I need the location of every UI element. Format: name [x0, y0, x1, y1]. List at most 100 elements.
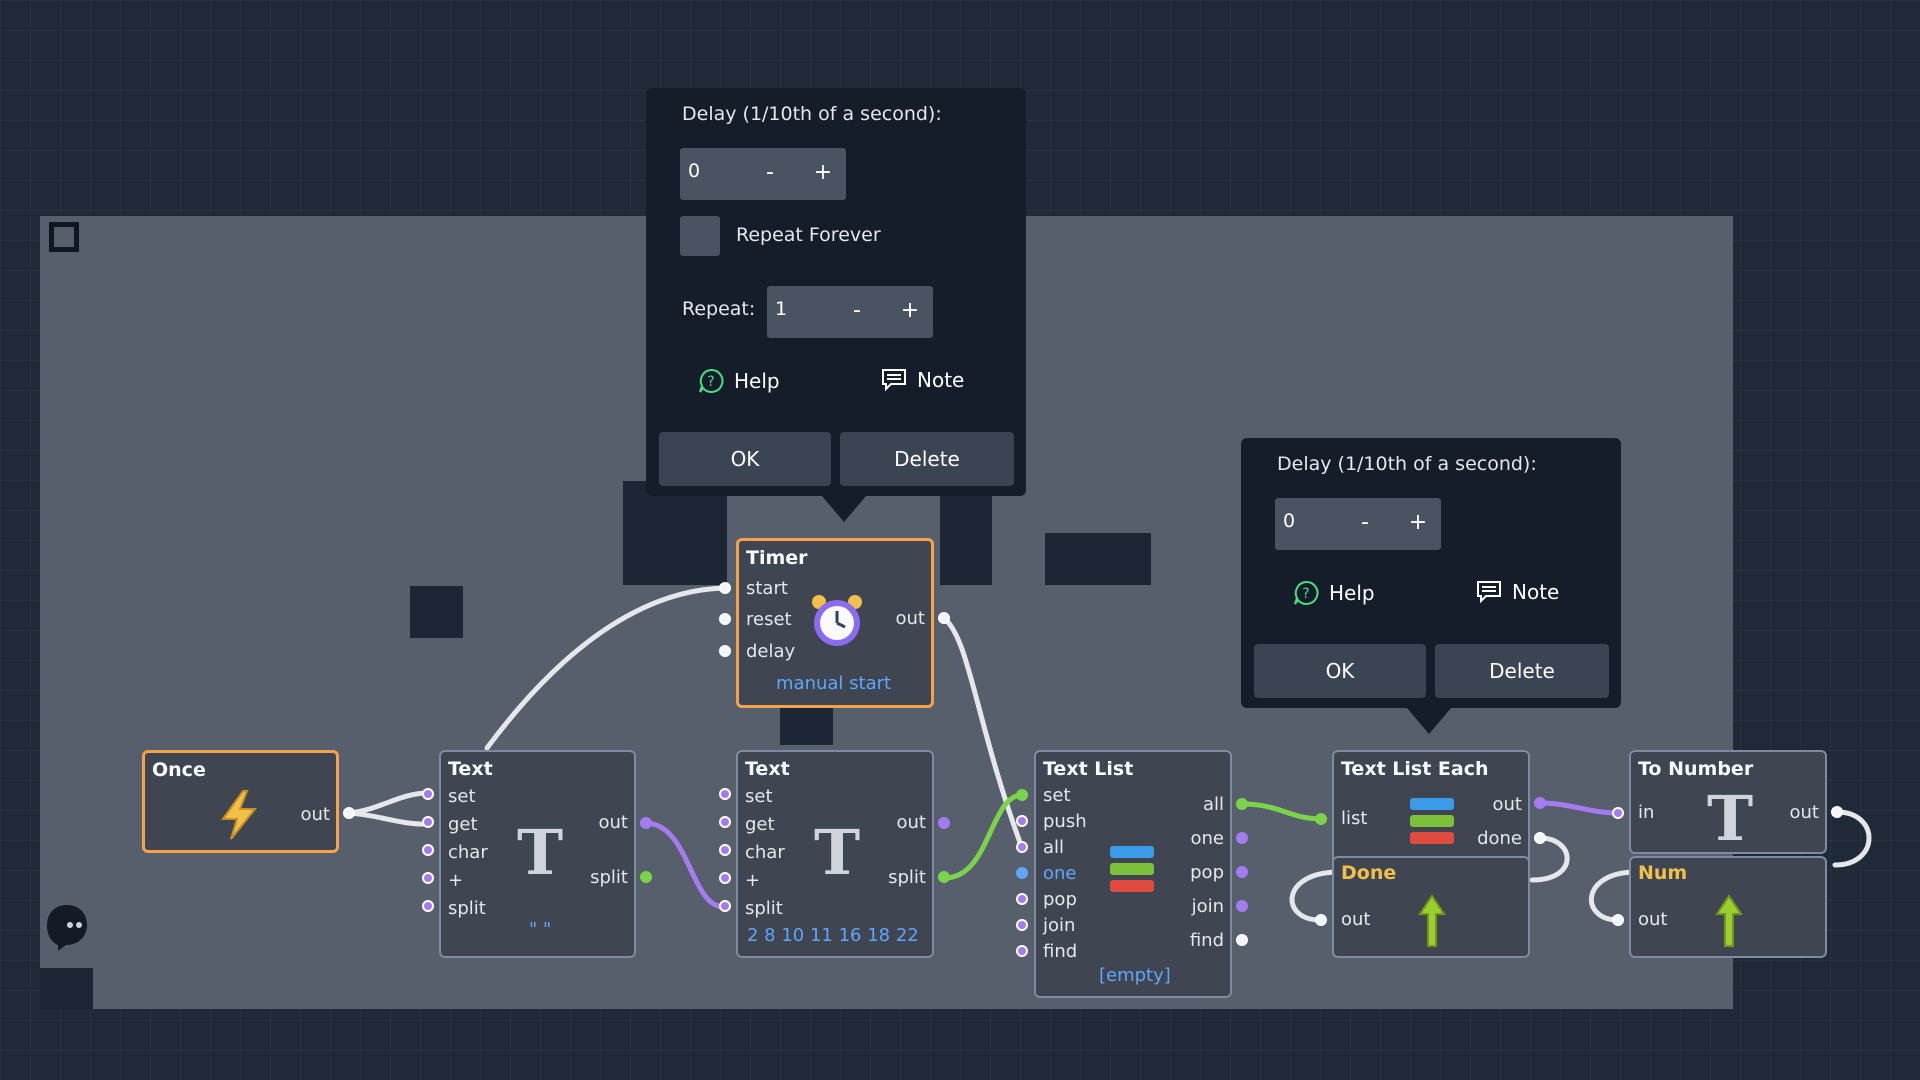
delay-plus-button[interactable]: + — [813, 160, 833, 185]
timer-status: manual start — [776, 673, 892, 694]
timer-reset-port[interactable] — [719, 613, 731, 625]
text-plus-port[interactable] — [422, 872, 434, 884]
text-list-node[interactable]: Text List set push all one pop join find… — [1034, 750, 1232, 998]
text-list-each-node[interactable]: Text List Each list out done — [1332, 750, 1530, 866]
repeat-stepper[interactable]: 1 - + — [767, 286, 933, 338]
list-join-port[interactable] — [1016, 919, 1028, 931]
each-list-port[interactable] — [1315, 813, 1327, 825]
delay-minus-button[interactable]: - — [766, 160, 774, 185]
num-out-port[interactable] — [1612, 914, 1624, 926]
each-settings-popup: Delay (1/10th of a second): 0 - + ? Help… — [1241, 438, 1621, 734]
text-get-port[interactable] — [422, 816, 434, 828]
delay-value[interactable]: 0 — [688, 160, 701, 182]
svg-text:?: ? — [707, 374, 714, 390]
text-get-port[interactable] — [719, 816, 731, 828]
port-label: set — [745, 786, 773, 807]
list-out-join-port[interactable] — [1236, 900, 1248, 912]
select-square-tool[interactable] — [49, 222, 79, 252]
delay-value[interactable]: 0 — [1283, 510, 1296, 532]
text-set-port[interactable] — [719, 788, 731, 800]
delay-plus-button[interactable]: + — [1408, 510, 1428, 535]
port-label: start — [746, 578, 788, 599]
help-link[interactable]: ? Help — [1293, 580, 1375, 606]
once-node[interactable]: Once out — [142, 750, 339, 853]
text-out-port[interactable] — [938, 817, 950, 829]
text-split-out-port[interactable] — [938, 871, 950, 883]
note-icon — [1477, 581, 1501, 604]
port-label: split — [745, 898, 783, 919]
scene-block — [40, 968, 93, 1009]
repeat-label: Repeat: — [682, 298, 756, 320]
text-node[interactable]: Text set get char + split out split T 2 … — [736, 750, 934, 958]
text-out-port[interactable] — [640, 817, 652, 829]
repeat-minus-button[interactable]: - — [853, 298, 861, 323]
delay-label: Delay (1/10th of a second): — [682, 103, 942, 125]
timer-start-port[interactable] — [719, 582, 731, 594]
repeat-plus-button[interactable]: + — [900, 298, 920, 323]
port-label: one — [1190, 828, 1225, 849]
num-node[interactable]: Num out — [1629, 856, 1827, 958]
list-one-port[interactable] — [1016, 867, 1028, 879]
to-number-node[interactable]: To Number in out T — [1629, 750, 1827, 854]
text-char-port[interactable] — [719, 844, 731, 856]
note-link[interactable]: Note — [1476, 580, 1559, 604]
help-link[interactable]: ? Help — [698, 368, 780, 394]
port-label: out — [895, 608, 925, 629]
each-out-port[interactable] — [1534, 797, 1546, 809]
ok-button[interactable]: OK — [1254, 644, 1426, 698]
port-label: one — [1043, 863, 1077, 884]
text-char-port[interactable] — [422, 844, 434, 856]
to-number-out-port[interactable] — [1831, 806, 1843, 818]
text-split-port[interactable] — [719, 900, 731, 912]
list-push-port[interactable] — [1016, 815, 1028, 827]
help-icon: ? — [1294, 580, 1319, 605]
done-node[interactable]: Done out — [1332, 856, 1530, 958]
done-out-port[interactable] — [1315, 914, 1327, 926]
help-label: Help — [1329, 581, 1375, 605]
port-label: find — [1043, 941, 1078, 962]
delete-button[interactable]: Delete — [1435, 644, 1609, 698]
repeat-forever-checkbox[interactable] — [680, 216, 720, 256]
to-number-in-port[interactable] — [1612, 807, 1624, 819]
each-done-port[interactable] — [1534, 832, 1546, 844]
port-label: in — [1638, 802, 1655, 823]
text-node[interactable]: Text set get char + split out split T " … — [439, 750, 636, 958]
text-split-out-port[interactable] — [640, 871, 652, 883]
port-label: + — [448, 870, 464, 891]
list-set-port[interactable] — [1016, 789, 1028, 801]
repeat-value[interactable]: 1 — [775, 298, 788, 320]
port-label: get — [448, 814, 478, 835]
delay-stepper[interactable]: 0 - + — [680, 148, 846, 200]
text-split-port[interactable] — [422, 900, 434, 912]
list-out-all-port[interactable] — [1236, 798, 1248, 810]
list-out-one-port[interactable] — [1236, 832, 1248, 844]
node-title: Text List — [1043, 758, 1134, 780]
port-label: all — [1202, 794, 1224, 815]
port-label: char — [745, 842, 785, 863]
node-title: Text List Each — [1341, 758, 1489, 780]
node-title: To Number — [1638, 758, 1754, 780]
help-icon: ? — [699, 368, 724, 393]
ok-button[interactable]: OK — [659, 432, 831, 486]
once-out-port[interactable] — [343, 807, 355, 819]
timer-delay-port[interactable] — [719, 645, 731, 657]
timer-node[interactable]: Timer start reset delay out manual start — [736, 538, 934, 708]
port-label: all — [1043, 837, 1065, 858]
list-out-find-port[interactable] — [1236, 934, 1248, 946]
delay-minus-button[interactable]: - — [1361, 510, 1369, 535]
list-pop-port[interactable] — [1016, 893, 1028, 905]
text-plus-port[interactable] — [719, 872, 731, 884]
list-all-port[interactable] — [1016, 841, 1028, 853]
delay-stepper[interactable]: 0 - + — [1275, 498, 1441, 550]
note-icon — [882, 369, 906, 392]
text-type-icon: T — [814, 816, 861, 889]
delete-button[interactable]: Delete — [840, 432, 1014, 486]
list-find-port[interactable] — [1016, 945, 1028, 957]
port-label: get — [745, 814, 775, 835]
list-out-pop-port[interactable] — [1236, 866, 1248, 878]
lightning-icon — [221, 790, 258, 840]
note-link[interactable]: Note — [881, 368, 964, 392]
timer-out-port[interactable] — [938, 612, 950, 624]
text-set-port[interactable] — [422, 788, 434, 800]
alarm-clock-icon — [812, 595, 862, 646]
